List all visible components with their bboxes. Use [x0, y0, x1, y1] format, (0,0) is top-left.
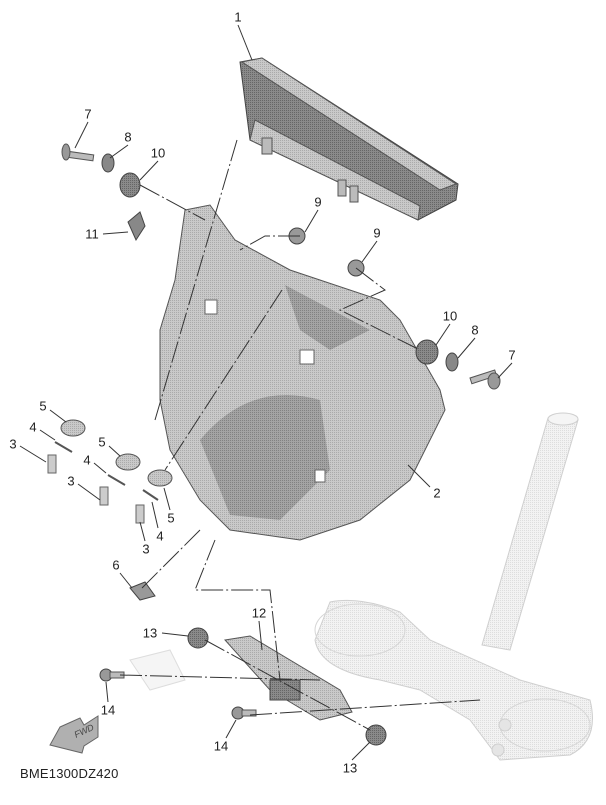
callout-part-2: 2 — [433, 485, 441, 501]
callout-part-9: 9 — [373, 225, 381, 241]
callout-part-14: 14 — [100, 702, 116, 718]
callout-part-7: 7 — [508, 347, 516, 363]
callout-part-9: 9 — [314, 194, 322, 210]
leader-lines — [19, 24, 513, 761]
callout-part-14: 14 — [213, 738, 229, 754]
callout-part-11: 11 — [85, 226, 99, 242]
callout-part-6: 6 — [112, 557, 120, 573]
hardware-parts — [47, 143, 501, 746]
callout-part-4: 4 — [156, 528, 164, 544]
meter-bracket-cowl — [159, 204, 446, 541]
diagram-code: BME1300DZ420 — [20, 766, 119, 781]
callout-part-8: 8 — [471, 322, 479, 338]
callout-part-7: 7 — [84, 106, 92, 122]
callout-part-5: 5 — [98, 434, 106, 450]
callout-part-10: 10 — [150, 145, 166, 161]
callout-part-4: 4 — [83, 452, 91, 468]
callout-part-3: 3 — [9, 436, 17, 452]
steering-stem-ghost — [314, 412, 593, 761]
callout-part-4: 4 — [29, 419, 37, 435]
callout-part-5: 5 — [167, 510, 175, 526]
callout-part-3: 3 — [142, 541, 150, 557]
meter-assembly — [239, 57, 459, 221]
callout-part-3: 3 — [67, 473, 75, 489]
callout-part-10: 10 — [442, 308, 458, 324]
callout-part-13: 13 — [142, 625, 158, 641]
callout-part-1: 1 — [234, 9, 242, 25]
callout-part-8: 8 — [124, 129, 132, 145]
fwd-arrow-icon: FWD — [49, 715, 99, 754]
callout-part-13: 13 — [342, 760, 358, 776]
callout-part-5: 5 — [39, 398, 47, 414]
callout-part-12: 12 — [251, 605, 267, 621]
